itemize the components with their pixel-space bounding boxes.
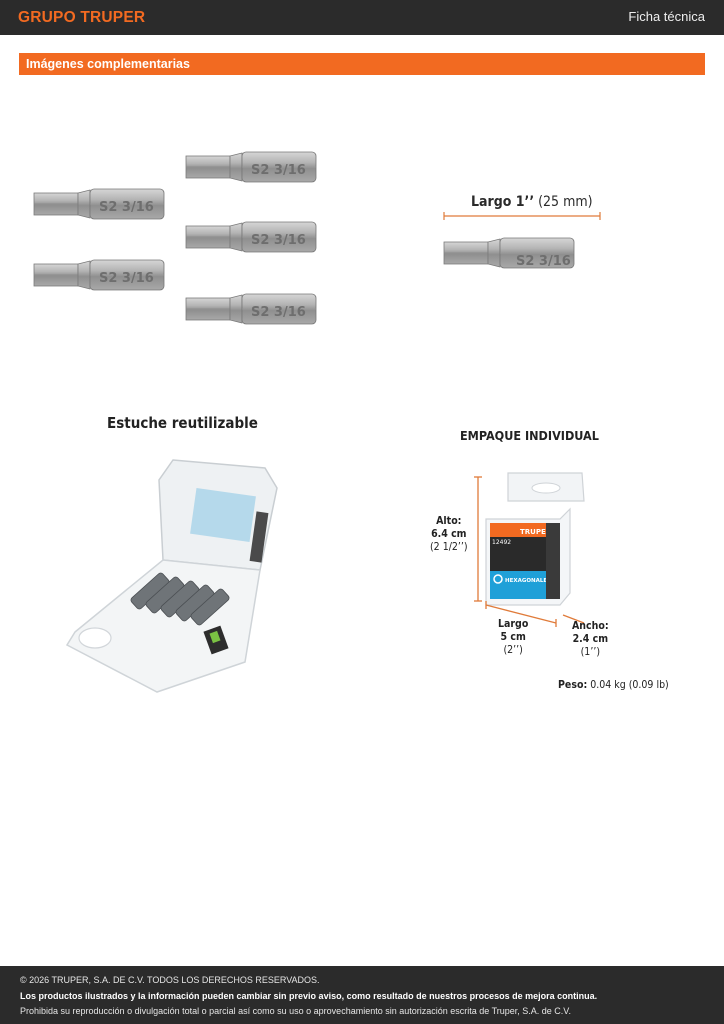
length-label-bold: Largo 1’’	[471, 194, 535, 210]
section-header: Imágenes complementarias	[19, 53, 705, 75]
package-length-imperial: (2’’)	[503, 644, 523, 656]
case-illustration	[65, 459, 278, 693]
single-bit-illustration: S2 3/16	[443, 212, 601, 269]
top-bar: GRUPO TRUPER Ficha técnica	[0, 0, 724, 35]
package-length-value: 5 cm	[500, 631, 526, 643]
individual-package-image: EMPAQUE INDIVIDUAL TRUPER 12492 HEXAGONA…	[420, 425, 670, 700]
brand-logo: GRUPO TRUPER	[18, 9, 146, 26]
height-imperial: (2 1/2’’)	[430, 541, 468, 553]
bits-image: S2 3/16 S2 3/16 S2 3/16 S2 3/16 S2 3/16	[30, 140, 330, 340]
length-label: Largo 1’’ (25 mm)	[471, 194, 593, 210]
footer-notice: Los productos ilustrados y la informació…	[20, 991, 598, 1001]
height-label: Alto:	[436, 515, 462, 527]
width-dimension: Ancho: 2.4 cm (1’’)	[572, 620, 609, 659]
bits-group-illustration: S2 3/16 S2 3/16 S2 3/16 S2 3/16 S2 3/16	[33, 151, 317, 325]
document-type: Ficha técnica	[628, 9, 705, 24]
footer: © 2026 TRUPER, S.A. DE C.V. TODOS LOS DE…	[0, 966, 724, 1024]
bit-marking: S2 3/16	[516, 254, 571, 269]
bit-marking: S2 3/16	[251, 233, 306, 248]
weight-label: Peso:	[558, 679, 588, 691]
bit-marking: S2 3/16	[99, 271, 154, 286]
height-dimension: Alto: 6.4 cm (2 1/2’’)	[430, 515, 468, 554]
width-label: Ancho:	[572, 620, 609, 632]
weight-value: 0.04 kg (0.09 lb)	[590, 679, 669, 691]
package-length-label: Largo	[498, 618, 529, 630]
length-dimension: Largo 5 cm (2’’)	[498, 618, 528, 657]
width-value: 2.4 cm	[572, 633, 609, 645]
reusable-case-image: Estuche reutilizable	[55, 410, 305, 700]
length-label-mm: (25 mm)	[538, 194, 593, 210]
bit-marking: S2 3/16	[251, 163, 306, 178]
package-weight: Peso: 0.04 kg (0.09 lb)	[558, 679, 669, 691]
package-illustration: TRUPER 12492 HEXAGONALES	[474, 472, 585, 627]
package-title: EMPAQUE INDIVIDUAL	[460, 428, 599, 443]
width-imperial: (1’’)	[580, 646, 601, 658]
section-title: Imágenes complementarias	[26, 57, 190, 71]
bit-length-image: Largo 1’’ (25 mm) S2 3/16	[440, 190, 610, 290]
bit-marking: S2 3/16	[251, 305, 306, 320]
package-brand: TRUPER	[520, 528, 552, 536]
package-code: 12492	[492, 539, 511, 546]
height-value: 6.4 cm	[431, 528, 467, 540]
footer-copyright: © 2026 TRUPER, S.A. DE C.V. TODOS LOS DE…	[20, 975, 320, 985]
bit-marking: S2 3/16	[99, 200, 154, 215]
case-title: Estuche reutilizable	[107, 414, 258, 432]
footer-prohibition: Prohibida su reproducción o divulgación …	[20, 1006, 571, 1016]
package-badge: HEXAGONALES	[505, 578, 551, 584]
